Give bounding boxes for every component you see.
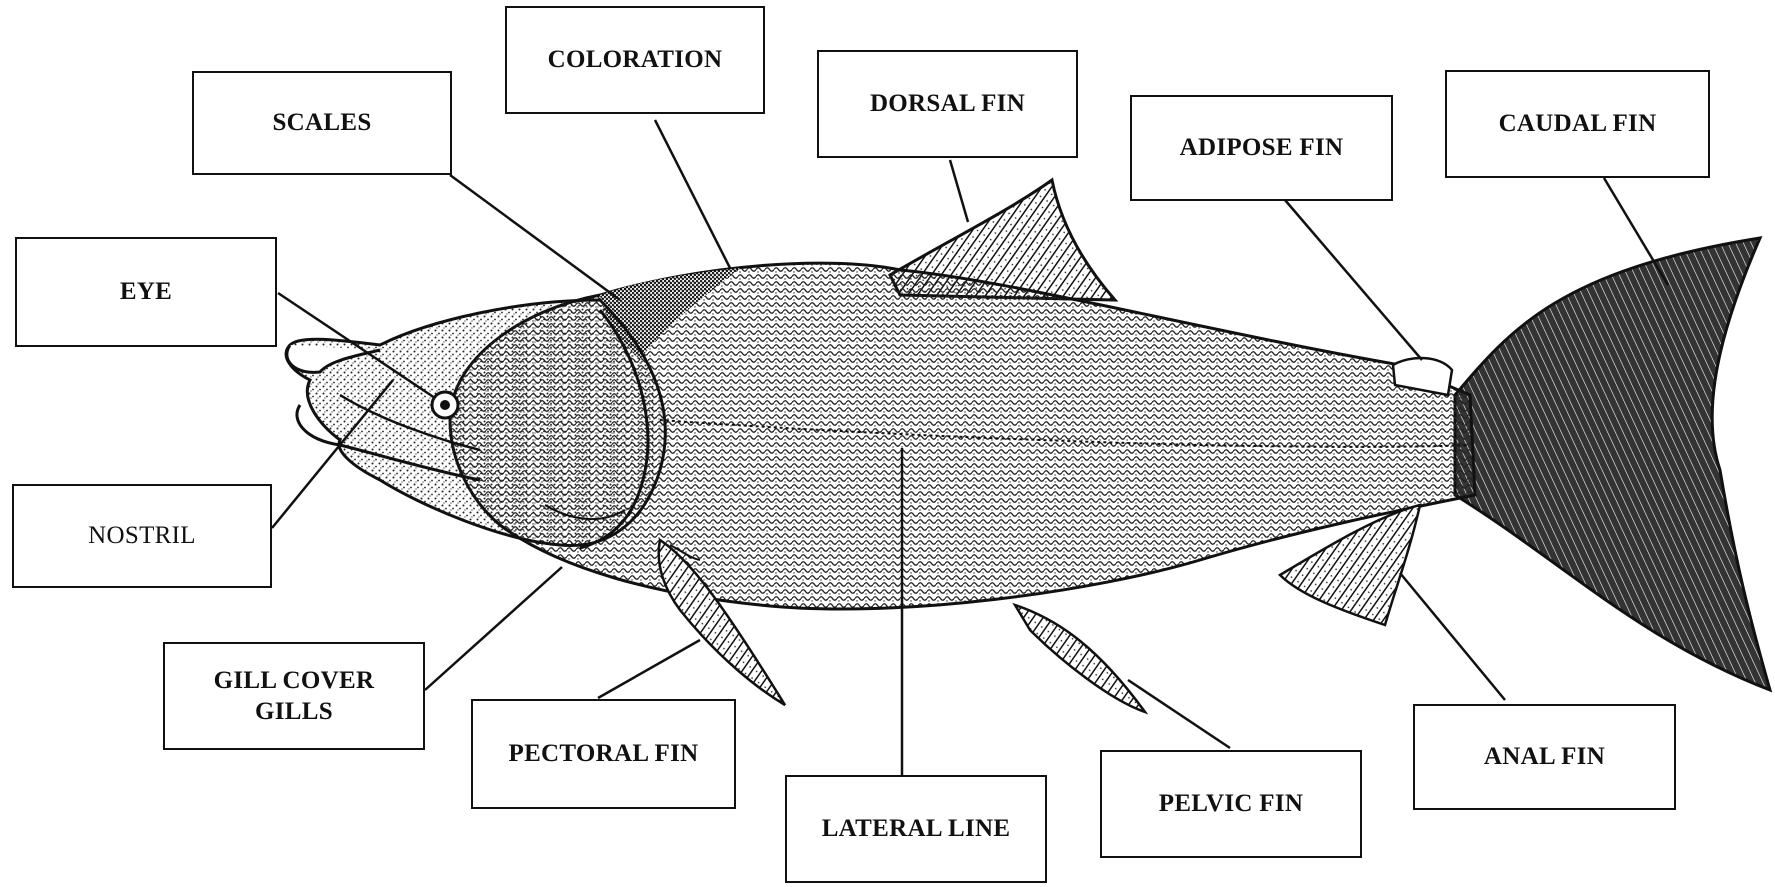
label-pectoral-fin-text: PECTORAL FIN [509, 738, 699, 769]
label-scales-text: SCALES [272, 107, 371, 138]
leader-pectoral-fin [598, 640, 700, 698]
label-anal-fin: ANAL FIN [1413, 704, 1676, 810]
label-coloration: COLORATION [505, 6, 765, 114]
label-dorsal-fin-text: DORSAL FIN [870, 88, 1025, 119]
label-pectoral-fin: PECTORAL FIN [471, 699, 736, 809]
leader-dorsal-fin [950, 160, 968, 222]
label-gills-text: GILLS [255, 696, 333, 727]
label-gill-cover-gills: GILL COVER GILLS [163, 642, 425, 750]
label-adipose-fin-text: ADIPOSE FIN [1180, 132, 1344, 163]
label-eye-text: EYE [120, 276, 172, 307]
label-pelvic-fin-text: PELVIC FIN [1159, 788, 1303, 819]
label-adipose-fin: ADIPOSE FIN [1130, 95, 1393, 201]
label-scales: SCALES [192, 71, 452, 175]
leader-anal-fin [1400, 573, 1505, 700]
label-dorsal-fin: DORSAL FIN [817, 50, 1078, 158]
leader-gill-cover [425, 567, 562, 690]
leader-pelvic-fin [1128, 680, 1230, 748]
label-gill-cover-text: GILL COVER [214, 665, 375, 696]
label-lateral-line: LATERAL LINE [785, 775, 1047, 883]
caudal-fin-shape [1455, 238, 1770, 690]
label-caudal-fin-text: CAUDAL FIN [1499, 108, 1657, 139]
label-nostril-text: NOSTRIL [88, 520, 196, 551]
label-pelvic-fin: PELVIC FIN [1100, 750, 1362, 858]
leader-scales [450, 175, 620, 300]
label-nostril: NOSTRIL [12, 484, 272, 588]
pelvic-fin-shape [1015, 605, 1145, 712]
label-eye: EYE [15, 237, 277, 347]
label-coloration-text: COLORATION [548, 44, 723, 75]
label-lateral-line-text: LATERAL LINE [822, 813, 1011, 844]
leader-adipose-fin [1285, 200, 1422, 360]
label-anal-fin-text: ANAL FIN [1484, 741, 1605, 772]
leader-coloration [655, 120, 730, 268]
label-caudal-fin: CAUDAL FIN [1445, 70, 1710, 178]
